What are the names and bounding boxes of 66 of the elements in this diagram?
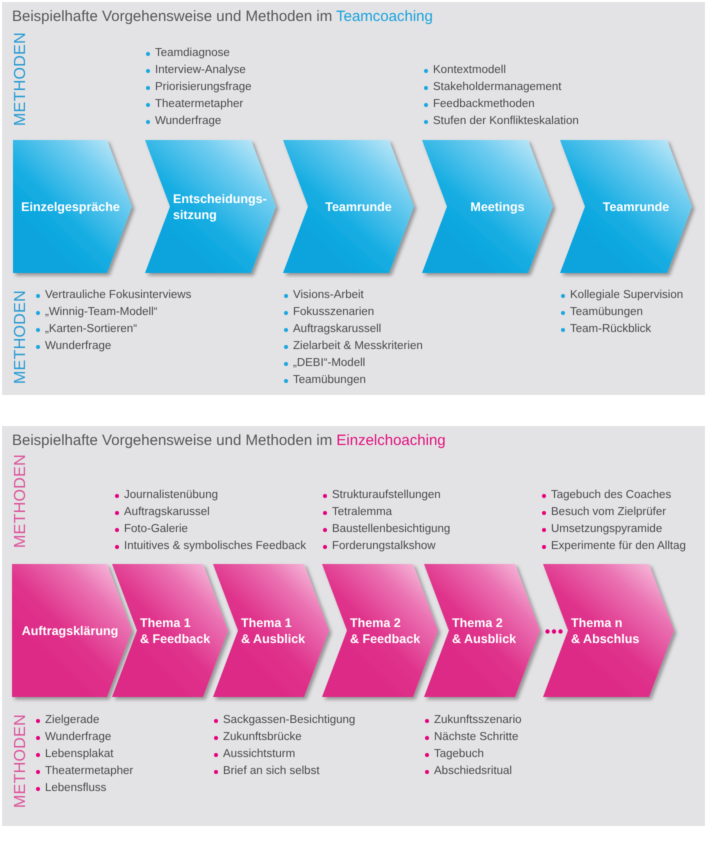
method-item: Kollegiale Supervision — [560, 287, 684, 304]
method-item: Zukunftsbrücke — [213, 729, 356, 746]
method-item: Wunderfrage — [35, 338, 192, 355]
method-item: Wunderfrage — [35, 729, 134, 746]
method-item: Stakeholdermanagement — [423, 79, 579, 96]
method-item: „Winnig-Team-Modell“ — [35, 304, 192, 321]
method-item: „DEBI“-Modell — [283, 355, 423, 372]
method-item: Abschiedsritual — [424, 763, 522, 780]
vertical-label: METHODEN — [13, 714, 29, 808]
method-item: „Karten-Sortieren“ — [35, 321, 192, 338]
method-item: Teamübungen — [560, 304, 684, 321]
step-label: Entscheidungs- sitzung — [173, 190, 268, 222]
step-label: Thema 1 & Ausblick — [241, 614, 306, 646]
method-item: Fokusszenarien — [283, 304, 423, 321]
step-label: Thema 1 & Feedback — [140, 614, 212, 646]
method-item: Theatermetapher — [35, 763, 134, 780]
step-label: Teamrunde — [602, 198, 670, 214]
method-item: Teamübungen — [283, 372, 423, 389]
panel-background — [2, 2, 705, 395]
vertical-label: METHODEN — [13, 290, 29, 384]
method-item: Visions-Arbeit — [283, 287, 423, 304]
method-item: Tagebuch des Coaches — [541, 487, 686, 504]
method-item: Tetralemma — [322, 504, 450, 521]
step-label: Auftragsklärung — [22, 622, 118, 638]
panel-title: Beispielhafte Vorgehensweise und Methoden im Teamcoaching — [12, 7, 433, 27]
method-item: Feedbackmethoden — [423, 96, 579, 113]
method-item: Zukunftsszenario — [424, 712, 522, 729]
step-label: Meetings — [470, 198, 525, 214]
method-item: Stufen der Konflikteskalation — [423, 113, 579, 130]
step-label: Teamrunde — [325, 198, 392, 214]
method-item: Team-Rückblick — [560, 321, 684, 338]
method-item: Sackgassen-Besichtigung — [213, 712, 356, 729]
method-item: Zielarbeit & Messkriterien — [283, 338, 423, 355]
method-item: Baustellenbesichtigung — [322, 521, 450, 538]
method-item: Lebensfluss — [35, 780, 134, 797]
method-item: Kontextmodell — [423, 62, 579, 79]
step-label: Thema 2 & Ausblick — [452, 614, 518, 646]
method-item: Lebensplakat — [35, 746, 134, 763]
method-item: Wunderfrage — [145, 113, 252, 130]
step-label: Thema n & Abschlus — [571, 614, 640, 646]
method-item: Intuitives & symbolisches Feedback — [114, 538, 306, 555]
method-item: Theatermetapher — [145, 96, 252, 113]
method-item: Aussichtsturm — [213, 746, 356, 763]
method-item: Tagebuch — [424, 746, 522, 763]
method-item: Forderungstalkshow — [322, 538, 450, 555]
method-item: Journalistenübung — [114, 487, 306, 504]
method-item: Umsetzungspyramide — [541, 521, 686, 538]
panel-background — [2, 426, 705, 826]
vertical-label: METHODEN — [13, 32, 29, 126]
method-item: Priorisierungsfrage — [145, 79, 252, 96]
method-item: Strukturaufstellungen — [322, 487, 450, 504]
step-label: Thema 2 & Feedback — [350, 614, 422, 646]
method-item: Foto-Galerie — [114, 521, 306, 538]
method-item: Besuch vom Zielprüfer — [541, 504, 686, 521]
method-item: Teamdiagnose — [145, 45, 252, 62]
method-item: Nächste Schritte — [424, 729, 522, 746]
method-item: Experimente für den Alltag — [541, 538, 686, 555]
step-label: Einzelgespräche — [21, 198, 120, 214]
method-item: Brief an sich selbst — [213, 763, 356, 780]
vertical-label: METHODEN — [13, 454, 29, 548]
method-item: Zielgerade — [35, 712, 134, 729]
method-item: Auftragskarussel — [114, 504, 306, 521]
method-item: Interview-Analyse — [145, 62, 252, 79]
method-item: Vertrauliche Fokusinterviews — [35, 287, 192, 304]
method-item: Auftragskarussell — [283, 321, 423, 338]
panel-title: Beispielhafte Vorgehensweise und Methoden im Einzelchoaching — [12, 431, 446, 451]
